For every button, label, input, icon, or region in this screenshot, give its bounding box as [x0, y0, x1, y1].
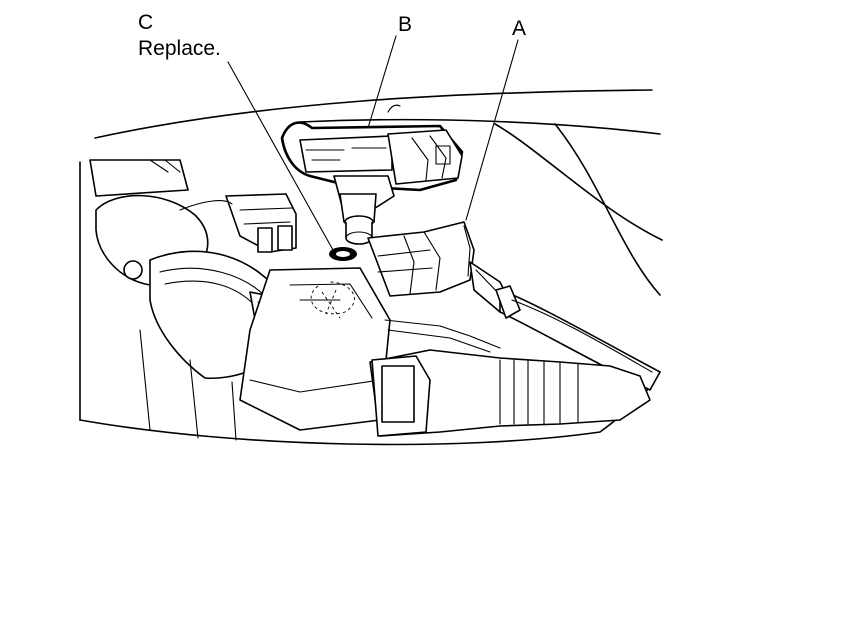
callout-a: A: [512, 17, 527, 40]
lower-duct: [369, 319, 651, 437]
sensor-connector-bracket: [179, 193, 297, 253]
callout-c-note: Replace.: [138, 37, 221, 60]
leader-lines: [227, 35, 519, 251]
leader-line-c: [227, 61, 334, 251]
o-ring-c: [329, 247, 357, 261]
leader-line-b: [367, 35, 397, 129]
connector-a: [367, 221, 511, 313]
intake-block: [139, 267, 391, 441]
leader-line-a: [465, 39, 519, 221]
callout-b: B: [398, 13, 413, 36]
callout-c-letter: C: [138, 11, 154, 34]
wire-harness: [495, 285, 661, 391]
sensor-b: [280, 121, 464, 245]
